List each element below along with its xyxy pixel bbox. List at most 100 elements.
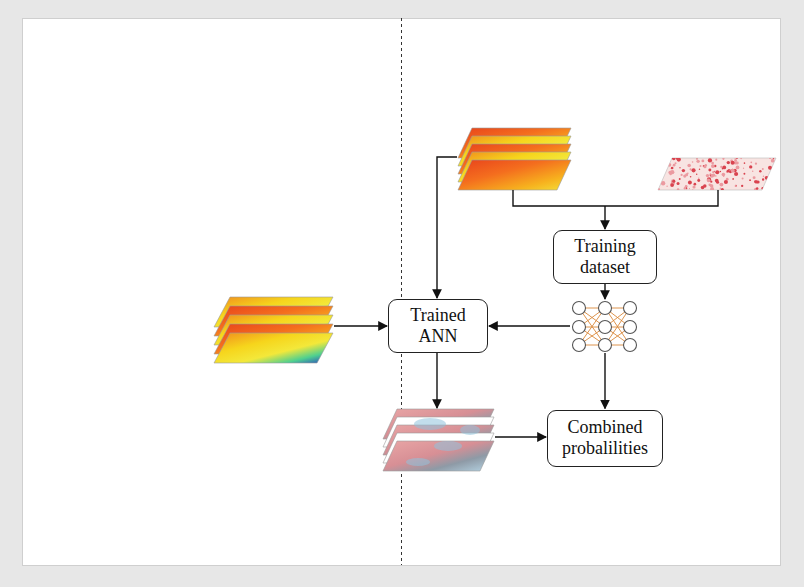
sample-dot <box>749 165 752 168</box>
sample-dot <box>679 178 681 180</box>
input-stack-top <box>458 128 571 190</box>
sample-dot <box>663 168 665 170</box>
sample-dot <box>681 174 683 176</box>
sample-dot <box>752 170 753 171</box>
sample-dot <box>712 171 714 173</box>
output-blotch <box>434 441 462 451</box>
sample-dot <box>735 185 737 187</box>
nn-neuron <box>573 339 586 352</box>
sample-dot <box>755 163 757 165</box>
sample-dot <box>659 161 662 164</box>
sample-dot <box>763 175 764 176</box>
sample-dot <box>665 168 667 170</box>
sample-dot <box>703 165 706 168</box>
sample-dot <box>671 179 675 183</box>
sample-dot <box>672 157 676 161</box>
sample-dot <box>715 170 719 174</box>
sample-dot <box>662 170 665 173</box>
output-blotch <box>406 458 430 466</box>
sample-dot <box>692 185 695 188</box>
sample-dot <box>671 167 674 170</box>
sample-dot <box>744 162 746 164</box>
sample-dot <box>706 174 709 177</box>
sample-dot <box>703 184 707 188</box>
sample-dot <box>741 185 743 187</box>
sample-dot <box>657 188 660 191</box>
process-box: Training dataset <box>553 230 657 284</box>
sample-dot <box>770 176 772 178</box>
sample-dot <box>756 187 758 189</box>
nn-neuron <box>624 339 637 352</box>
sample-dot <box>670 183 674 187</box>
sample-dot <box>699 168 700 169</box>
sample-dot <box>740 158 742 160</box>
sample-dot <box>710 184 713 187</box>
sample-dot <box>663 168 666 171</box>
sample-dot <box>768 166 772 170</box>
sample-dot <box>682 169 685 172</box>
process-box: Trained ANN <box>388 299 488 353</box>
sample-dot <box>743 168 744 169</box>
sample-dot <box>762 168 764 170</box>
sample-dot <box>710 175 711 176</box>
sample-dot <box>666 185 667 186</box>
sample-dot <box>689 168 691 170</box>
sample-dot <box>736 166 740 170</box>
sample-dot <box>721 188 724 191</box>
sample-dot <box>684 187 686 189</box>
sample-dot <box>716 181 719 184</box>
sample-dot <box>722 166 726 170</box>
sample-map-ground <box>658 158 776 190</box>
flow-arrow <box>334 325 387 326</box>
sample-dot <box>719 183 723 187</box>
divider-line <box>401 18 402 565</box>
sample-dot <box>765 176 769 180</box>
sample-dot <box>687 164 691 168</box>
process-box: Combined probalilities <box>547 410 663 467</box>
flow-arrow <box>436 353 437 408</box>
raster-stacks <box>214 128 776 471</box>
sample-dot <box>772 188 774 190</box>
sample-dot <box>672 180 675 183</box>
nn-neuron <box>624 302 637 315</box>
sample-dot <box>666 162 668 164</box>
sample-dot <box>722 158 724 160</box>
sample-dot <box>734 172 738 176</box>
sample-dot <box>687 173 688 174</box>
sample-map <box>657 156 776 191</box>
sample-dot <box>710 187 714 191</box>
sample-dot <box>659 166 662 169</box>
sample-dot <box>771 186 773 188</box>
sample-dot <box>743 173 745 175</box>
canvas-frame <box>22 18 781 566</box>
sample-dot <box>692 161 694 163</box>
flow-arrow <box>495 436 546 437</box>
raster-layer <box>383 441 494 471</box>
output-stack <box>383 409 494 471</box>
sample-dot <box>735 185 737 187</box>
input-stack-left <box>214 297 333 363</box>
sample-dot <box>766 184 770 188</box>
sample-dot <box>720 171 722 173</box>
sample-dot <box>689 188 690 189</box>
sample-dot <box>698 177 699 178</box>
flow-arrows <box>334 157 718 437</box>
sample-dot <box>711 164 715 168</box>
flow-arrow <box>513 190 718 206</box>
box-label: Combined probalilities <box>557 417 653 459</box>
sample-dot <box>701 159 704 162</box>
sample-dot <box>708 169 711 172</box>
nn-neuron <box>624 321 637 334</box>
flow-arrow <box>604 353 605 409</box>
sample-dot <box>679 167 680 168</box>
sample-dot <box>677 182 680 185</box>
output-blotch <box>460 425 480 435</box>
nn-neuron <box>599 302 612 315</box>
sample-dot <box>687 172 688 173</box>
sample-dot <box>674 162 676 164</box>
neural-network-icon <box>573 302 637 352</box>
sample-dot <box>722 173 726 177</box>
sample-dot <box>769 157 771 159</box>
flow-arrow <box>604 206 605 229</box>
